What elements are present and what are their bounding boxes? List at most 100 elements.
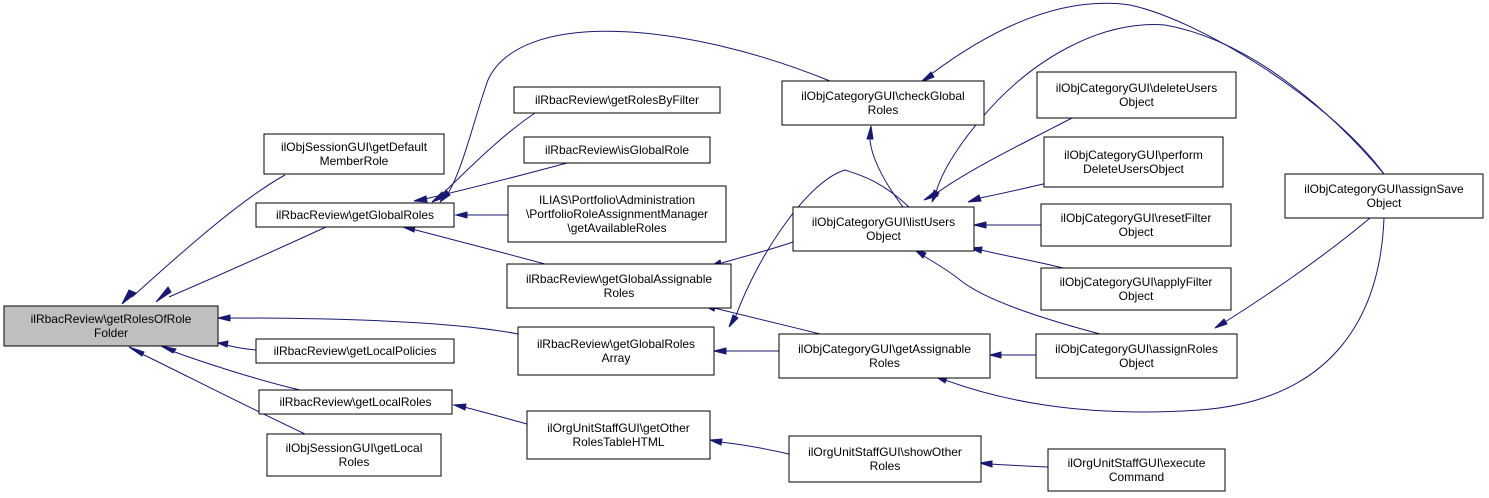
node-box bbox=[1040, 267, 1232, 311]
node-label-line: ilRbacReview\getRolesByFilter bbox=[535, 93, 699, 107]
node-label-line: DeleteUsersObject bbox=[1083, 162, 1184, 176]
node-box bbox=[1284, 173, 1484, 219]
node-label-line: Object bbox=[866, 229, 901, 243]
call-edge-n13-to-n6 bbox=[708, 241, 794, 268]
node-label-line: ilObjCategoryGUI\resetFilter bbox=[1061, 211, 1212, 225]
node-label-line: ilObjCategoryGUI\getAssignable bbox=[798, 342, 971, 356]
node-label-line: Array bbox=[602, 351, 631, 365]
node-label-line: ilObjCategoryGUI\deleteUsers bbox=[1056, 81, 1217, 95]
arrowhead-icon bbox=[216, 340, 229, 348]
node-label-line: \getAvailableRoles bbox=[567, 221, 666, 235]
node-label-line: Command bbox=[1109, 470, 1164, 484]
node-label-line: ilRbacReview\getRolesOfRole bbox=[31, 312, 192, 326]
arrowhead-icon bbox=[988, 351, 1002, 359]
node-label-line: Roles bbox=[869, 356, 900, 370]
edge-line bbox=[933, 117, 1073, 196]
caller-function-node[interactable]: ilObjCategoryGUI\performDeleteUsersObjec… bbox=[1043, 136, 1224, 188]
node-box bbox=[263, 133, 445, 175]
node-box bbox=[792, 206, 975, 252]
edge-line bbox=[719, 441, 790, 455]
call-edge-n11-to-n4 bbox=[452, 403, 528, 425]
edge-line bbox=[921, 254, 1101, 335]
node-label-line: Roles bbox=[339, 455, 370, 469]
node-label-line: ilOrgUnitStaffGUI\execute bbox=[1068, 456, 1206, 470]
node-box bbox=[517, 326, 715, 376]
edge-line bbox=[424, 162, 568, 200]
call-edge-n2-to-n0 bbox=[155, 226, 327, 303]
node-box bbox=[507, 185, 727, 243]
node-label-line: ilRbacReview\getLocalRoles bbox=[279, 395, 431, 409]
node-label-line: Roles bbox=[868, 103, 899, 117]
node-box bbox=[513, 86, 721, 114]
caller-function-node[interactable]: ilRbacReview\getLocalPolicies bbox=[255, 338, 455, 364]
caller-function-node[interactable]: ilRbacReview\isGlobalRole bbox=[523, 136, 711, 164]
edge-line bbox=[1224, 217, 1371, 323]
edge-line bbox=[980, 249, 1064, 269]
node-label-line: ILIAS\Portfolio\Administration bbox=[539, 193, 695, 207]
arrowhead-icon bbox=[160, 345, 177, 354]
node-label-line: ilRbacReview\getGlobalRoles bbox=[276, 208, 434, 222]
arrowhead-icon bbox=[979, 460, 993, 468]
call-edge-n5-to-n0 bbox=[128, 346, 306, 435]
node-label-line: ilOrgUnitStaffGUI\getOther bbox=[547, 421, 690, 435]
call-edge-n14-to-n7 bbox=[713, 347, 780, 355]
node-label-line: ilRbacReview\getGlobalAssignable bbox=[526, 272, 712, 286]
edge-line bbox=[411, 228, 546, 265]
node-box bbox=[255, 202, 455, 228]
node-box bbox=[788, 435, 982, 483]
caller-function-node[interactable]: ilObjSessionGUI\getLocalRoles bbox=[266, 433, 442, 477]
node-box bbox=[3, 305, 219, 347]
node-label-line: ilRbacReview\getLocalPolicies bbox=[274, 344, 437, 358]
edge-line bbox=[228, 317, 519, 335]
caller-function-node[interactable]: ILIAS\Portfolio\Administration\Portfolio… bbox=[507, 185, 727, 243]
node-label-line: ilObjCategoryGUI\assignRoles bbox=[1055, 342, 1218, 356]
edge-line bbox=[713, 307, 821, 335]
node-label-line: Folder bbox=[94, 326, 128, 340]
node-label-line: RolesTableHTML bbox=[572, 435, 664, 449]
edge-line bbox=[139, 352, 306, 435]
call-edge-n10-to-n2 bbox=[454, 211, 508, 219]
node-label-line: ilObjSessionGUI\getDefault bbox=[281, 140, 428, 154]
node-label-line: ilObjCategoryGUI\listUsers bbox=[812, 215, 955, 229]
node-box bbox=[1043, 136, 1224, 188]
node-box bbox=[1035, 333, 1238, 379]
node-box bbox=[1036, 71, 1237, 119]
node-label-line: Object bbox=[1119, 289, 1154, 303]
arrowhead-icon bbox=[413, 195, 428, 203]
arrowhead-icon bbox=[728, 314, 739, 328]
node-label-line: \PortfolioRoleAssignmentManager bbox=[526, 207, 708, 221]
arrowhead-icon bbox=[121, 289, 137, 305]
caller-function-node[interactable]: ilRbacReview\getLocalRoles bbox=[258, 389, 453, 415]
arrowhead-icon bbox=[454, 211, 468, 219]
caller-function-node[interactable]: ilRbacReview\getRolesByFilter bbox=[513, 86, 721, 114]
node-label-line: ilObjCategoryGUI\perform bbox=[1064, 148, 1203, 162]
node-label-line: MemberRole bbox=[320, 154, 389, 168]
arrowhead-icon bbox=[1214, 318, 1228, 329]
node-label-line: ilOrgUnitStaffGUI\showOther bbox=[808, 445, 962, 459]
call-edge-n1-to-n0 bbox=[121, 174, 286, 305]
arrowhead-icon bbox=[973, 221, 987, 229]
arrowhead-icon bbox=[713, 347, 727, 355]
node-label-line: ilObjCategoryGUI\applyFilter bbox=[1060, 275, 1213, 289]
edge-line bbox=[869, 129, 904, 208]
edge-line bbox=[171, 350, 301, 391]
caller-function-node[interactable]: ilRbacReview\getGlobalRoles bbox=[255, 202, 455, 228]
node-box bbox=[1047, 448, 1226, 492]
node-label-line: Object bbox=[1119, 356, 1154, 370]
